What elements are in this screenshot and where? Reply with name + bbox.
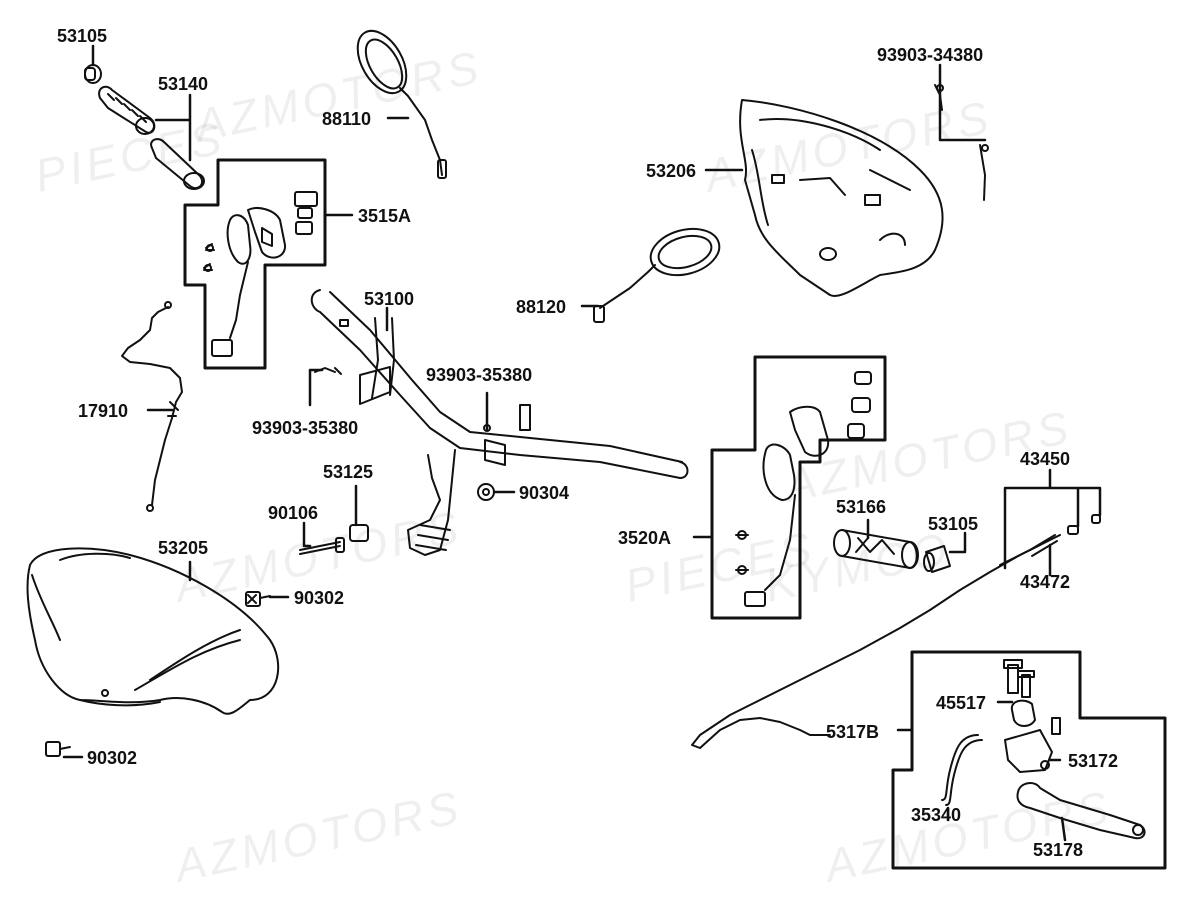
label-53140: 53140 — [158, 74, 209, 94]
brake-lever-bracket-53172 — [1004, 717, 1061, 773]
label-53206: 53206 — [646, 161, 697, 181]
switch-housing-left — [203, 191, 318, 357]
nut-90304 — [477, 483, 495, 501]
bar-end-weight-right — [923, 545, 951, 573]
label-53172: 53172 — [1068, 751, 1119, 771]
cable-end-5317B — [799, 729, 831, 736]
grip-set-53140 — [98, 85, 205, 190]
label-93903-35380-right: 93903-35380 — [426, 365, 533, 385]
label-43450: 43450 — [1020, 449, 1071, 469]
label-53100: 53100 — [364, 289, 415, 309]
grip-53166 — [833, 529, 919, 569]
label-93903-35380-left: 93903-35380 — [252, 418, 359, 438]
switch-housing-right — [735, 371, 872, 607]
bar-end-weight-top — [84, 64, 102, 84]
label-3520A: 3520A — [618, 528, 672, 548]
label-5317B: 5317B — [826, 722, 880, 742]
label-17910: 17910 — [78, 401, 129, 421]
bolt-90106 — [299, 537, 345, 555]
handlebar-53100 — [310, 289, 689, 556]
brake-lever-53178 — [1016, 782, 1146, 840]
label-35340: 35340 — [911, 805, 962, 825]
label-53205: 53205 — [158, 538, 209, 558]
mirror-right-88120 — [593, 227, 721, 323]
label-45517: 45517 — [936, 693, 987, 713]
label-93903-34380: 93903-34380 — [877, 45, 984, 65]
screw-90302-mid — [245, 591, 271, 607]
label-53105-right: 53105 — [928, 514, 979, 534]
mirror-left-88110 — [356, 29, 447, 179]
throttle-cable — [121, 301, 183, 512]
screw-90302-bottom — [45, 741, 71, 757]
label-88110: 88110 — [322, 109, 372, 129]
leader-lines — [62, 44, 1102, 842]
screw-93903-34380 — [934, 84, 989, 201]
label-53105-top: 53105 — [57, 26, 108, 46]
label-3515A: 3515A — [358, 206, 412, 226]
brake-switch-45517 — [1003, 659, 1036, 727]
wire-35340 — [941, 734, 983, 806]
kit-frame-5317B — [891, 650, 1167, 870]
label-53125: 53125 — [323, 462, 374, 482]
kit-frame-3515A — [183, 158, 327, 370]
label-90302-mid: 90302 — [294, 588, 345, 608]
label-90106: 90106 — [268, 503, 319, 523]
label-88120: 88120 — [516, 297, 567, 317]
label-53166: 53166 — [836, 497, 887, 517]
label-43472: 43472 — [1020, 572, 1071, 592]
brake-cable-43450 — [691, 514, 1101, 749]
label-53178: 53178 — [1033, 840, 1084, 860]
kit-frame-3520A — [710, 355, 887, 620]
handlebar-cover-rear-53206 — [739, 99, 944, 297]
collar-53125 — [349, 524, 369, 542]
label-90304: 90304 — [519, 483, 570, 503]
handlebar-cover-front-53205 — [26, 547, 280, 715]
label-90302-bottom: 90302 — [87, 748, 138, 768]
